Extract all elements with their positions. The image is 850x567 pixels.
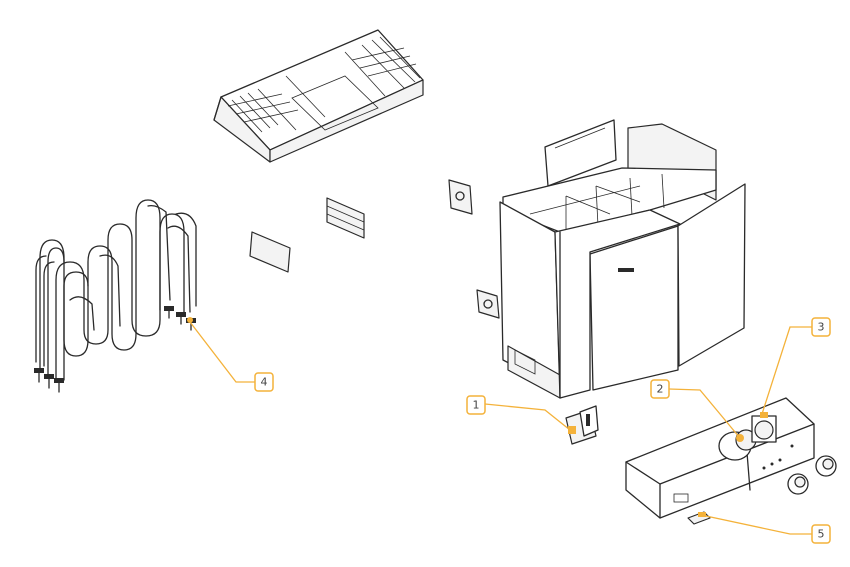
callout-2-label: 2: [657, 383, 664, 396]
leader-line-3: [761, 326, 812, 415]
callout-3: 3: [811, 317, 831, 337]
small-plate-1: [249, 231, 291, 273]
heating-elements: [34, 199, 197, 393]
bracket-bottom: [476, 289, 500, 319]
callout-5-label: 5: [818, 528, 825, 541]
heater-body: [499, 119, 746, 399]
small-plate-2: [326, 197, 365, 239]
callout-4: 4: [254, 372, 274, 392]
control-panel: [625, 397, 837, 525]
stone-tray: [213, 29, 424, 163]
callout-3-label: 3: [818, 321, 825, 334]
leader-line-2: [668, 388, 741, 439]
leader-line-4: [189, 321, 255, 383]
terminal-block: [565, 405, 599, 445]
leader-line-1: [484, 403, 571, 431]
callout-1: 1: [466, 395, 486, 415]
leader-line-5: [705, 515, 812, 535]
callout-4-label: 4: [261, 376, 268, 389]
callout-1-label: 1: [473, 399, 480, 412]
callout-5: 5: [811, 524, 831, 544]
callout-2: 2: [650, 379, 670, 399]
bracket-top: [448, 179, 473, 215]
